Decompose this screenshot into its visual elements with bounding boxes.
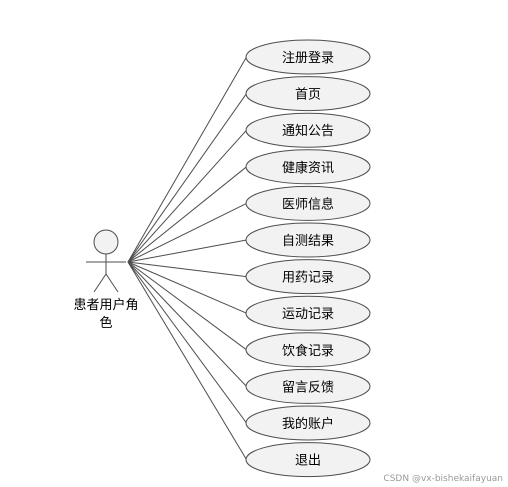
use-case-label: 用药记录: [282, 271, 334, 286]
connector-line: [127, 56, 247, 263]
connector-line: [127, 166, 247, 263]
use-case-label: 自测结果: [282, 234, 334, 249]
connector-line: [127, 239, 247, 263]
use-case-label: 运动记录: [282, 307, 334, 322]
use-case-ellipse: [245, 149, 371, 185]
use-case-ellipse: [245, 368, 371, 404]
connector-line: [127, 261, 247, 278]
use-case-ellipse: [245, 222, 371, 258]
use-case-ellipse: [245, 295, 371, 331]
use-case-label: 注册登录: [282, 51, 334, 66]
use-case-label: 通知公告: [282, 123, 334, 139]
use-case-ellipse: [245, 112, 371, 148]
use-case-label: 退出: [295, 454, 321, 469]
use-case-ellipse: [245, 332, 371, 368]
use-case: 通知公告: [245, 112, 371, 148]
actor-label-line2: 色: [99, 315, 112, 331]
connector-line: [127, 129, 247, 263]
actor-label-line1: 患者用户角: [73, 297, 138, 313]
use-case: 健康资讯: [245, 149, 371, 185]
use-case: 留言反馈: [245, 368, 371, 404]
use-case-ellipse: [245, 185, 371, 221]
use-case: 自测结果: [245, 222, 371, 258]
connector-line: [127, 261, 247, 424]
actor-right-leg: [105, 273, 119, 293]
actor-left-leg: [93, 273, 107, 293]
use-case: 退出: [245, 442, 371, 478]
use-case-ellipse: [245, 442, 371, 478]
use-case-ellipse: [245, 405, 371, 441]
use-case: 我的账户: [245, 405, 371, 441]
use-case: 首页: [245, 76, 371, 112]
use-case-label: 我的账户: [282, 416, 334, 432]
use-case: 用药记录: [245, 259, 371, 295]
use-case: 医师信息: [245, 185, 371, 221]
use-case: 运动记录: [245, 295, 371, 331]
use-case: 注册登录: [245, 39, 371, 75]
actor-patient-user: 患者用户角 色: [73, 229, 139, 331]
connector-line: [127, 93, 247, 263]
connector-line: [127, 261, 247, 314]
connector-line: [127, 261, 247, 387]
use-case-ellipse: [245, 39, 371, 75]
connector-line: [127, 261, 247, 351]
use-case-label: 医师信息: [282, 196, 334, 212]
use-case: 饮食记录: [245, 332, 371, 368]
actor-head: [93, 229, 119, 255]
use-case-label: 首页: [295, 88, 321, 103]
connector-lines: [127, 56, 247, 460]
connector-line: [127, 202, 247, 263]
use-case-ellipse: [245, 76, 371, 112]
use-case-list: 注册登录首页通知公告健康资讯医师信息自测结果用药记录运动记录饮食记录留言反馈我的…: [245, 39, 371, 478]
use-case-label: 健康资讯: [282, 160, 334, 176]
use-case-label: 饮食记录: [282, 343, 334, 359]
use-case-label: 留言反馈: [282, 380, 334, 395]
use-case-ellipse: [245, 259, 371, 295]
connector-line: [127, 261, 247, 460]
watermark: CSDN @vx-bishekaifayuan: [383, 474, 503, 484]
